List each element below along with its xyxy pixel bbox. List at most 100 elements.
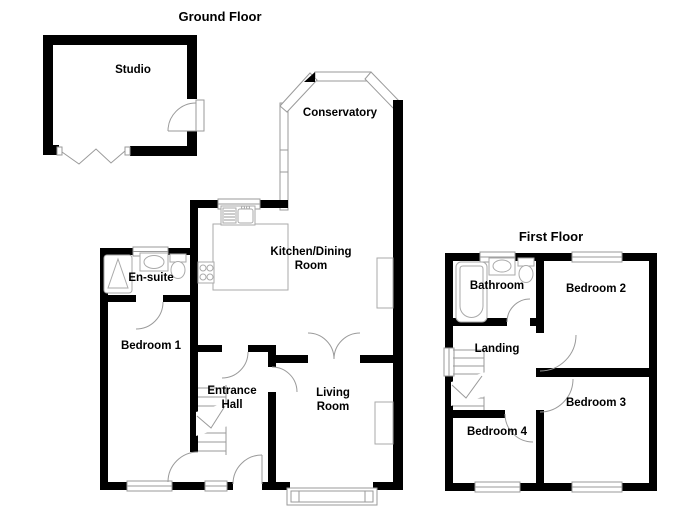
bedroom4-label: Bedroom 4 — [467, 426, 528, 438]
sink-bowl — [237, 208, 254, 224]
bedroom2-window — [571, 251, 623, 263]
conservatory-window-left — [279, 102, 289, 211]
studio-outline — [43, 35, 205, 165]
living-room-bay-window — [286, 487, 378, 506]
break-line-zigzag — [61, 148, 126, 165]
bathroom-label: Bathroom — [470, 280, 524, 292]
bedroom2-door-arc — [539, 334, 577, 372]
landing-label: Landing — [475, 343, 520, 355]
toilet-cistern — [517, 257, 535, 267]
front-door-arc — [232, 454, 263, 485]
shower-symbol — [107, 257, 129, 289]
draining-board — [222, 207, 237, 224]
wall-center-vertical — [536, 410, 544, 491]
labels: Ground Floor Studio Conservatory Kitchen… — [115, 9, 626, 438]
kitchen-label-line1: Kitchen/Dining — [270, 246, 351, 258]
wall — [43, 145, 59, 155]
wall — [43, 35, 197, 45]
ensuite-door-arc — [135, 301, 164, 330]
conservatory-glazing — [279, 71, 402, 211]
chimney-breast — [376, 257, 394, 309]
first-floor-plan — [443, 251, 657, 493]
toilet-bowl — [518, 265, 534, 283]
toilet-bowl — [170, 261, 186, 279]
wall-hall-kitchen — [248, 345, 276, 352]
bedroom3-door-arc — [539, 378, 574, 413]
living-room-label-line2: Room — [317, 401, 350, 413]
bedroom4-window — [474, 481, 521, 493]
conservatory-window-top — [314, 71, 372, 82]
studio-door-arc — [167, 102, 197, 132]
wall-west — [100, 248, 108, 490]
bedroom4-door-arc — [504, 413, 534, 443]
hall-living-door-arc — [271, 366, 298, 393]
landing-window — [443, 347, 455, 377]
ground-floor-walls — [100, 100, 403, 490]
wall-kitchen-living — [268, 355, 308, 363]
wall — [130, 146, 197, 156]
ground-floor-plan — [43, 35, 403, 506]
double-door-left-arc — [307, 332, 335, 360]
bedroom1-window — [126, 480, 173, 492]
wall-living-west — [268, 392, 276, 490]
wall — [43, 35, 53, 155]
tap — [241, 205, 245, 210]
wall-bathroom-landing — [530, 318, 538, 326]
wall-north — [445, 253, 657, 261]
wall-east — [393, 100, 403, 490]
wall-ensuite-divider — [100, 295, 136, 302]
tap — [246, 205, 250, 210]
bedroom3-label: Bedroom 3 — [566, 397, 626, 409]
wall-south — [227, 482, 233, 490]
wall-ensuite-divider — [163, 295, 196, 302]
kitchen-fixtures — [197, 205, 394, 309]
kitchen-counter — [212, 223, 289, 291]
bedroom3-window — [571, 481, 623, 493]
bedroom1-door-arc — [167, 451, 199, 483]
first-floor-windows — [443, 251, 623, 493]
bedroom1-label: Bedroom 1 — [121, 340, 182, 352]
first-floor-title: First Floor — [519, 229, 583, 244]
wall — [187, 45, 197, 99]
entrance-hall-label-line2: Hall — [221, 399, 242, 411]
first-floor-doors — [504, 298, 577, 443]
ground-floor-stairs — [196, 385, 228, 455]
conservatory-window-top-left — [279, 72, 318, 113]
wall-break-post — [56, 146, 63, 156]
double-door-right-arc — [333, 332, 361, 360]
kitchen-label-line2: Room — [295, 260, 328, 272]
living-room-label-line1: Living — [316, 387, 350, 399]
studio-label: Studio — [115, 64, 151, 76]
stair-break-line — [196, 405, 226, 429]
bathroom-fixtures — [455, 257, 535, 323]
wall — [187, 131, 197, 147]
wall-south — [373, 482, 403, 490]
wall-kitchen-west — [190, 200, 198, 452]
ensuite-fixtures — [103, 252, 187, 294]
ground-floor-title: Ground Floor — [178, 9, 261, 24]
wall-corner-wedge — [304, 72, 315, 82]
wall-south — [262, 482, 290, 490]
wall-south — [100, 482, 127, 490]
stair-break-line — [451, 375, 483, 399]
bedroom2-label: Bedroom 2 — [566, 283, 626, 295]
toilet-cistern — [169, 253, 187, 263]
bathtub-inner — [459, 265, 484, 318]
studio-door-frame — [195, 99, 205, 132]
wall-landing-bedroom4 — [445, 410, 505, 418]
wall-bedroom2-bedroom3 — [544, 368, 657, 377]
bathroom-door-arc — [506, 298, 531, 323]
wall-south — [172, 482, 205, 490]
wall-center-vertical — [536, 256, 544, 333]
living-room-chimney — [374, 401, 394, 445]
conservatory-label: Conservatory — [303, 107, 378, 119]
first-floor-stairs — [451, 349, 486, 410]
wall-break-post — [124, 146, 131, 156]
entrance-hall-label-line1: Entrance — [207, 385, 256, 397]
kitchen-hall-door-arc — [221, 351, 249, 379]
wall-hall-kitchen — [194, 345, 222, 352]
wall-kitchen-living — [360, 355, 403, 363]
wall-center-vertical — [536, 368, 544, 377]
